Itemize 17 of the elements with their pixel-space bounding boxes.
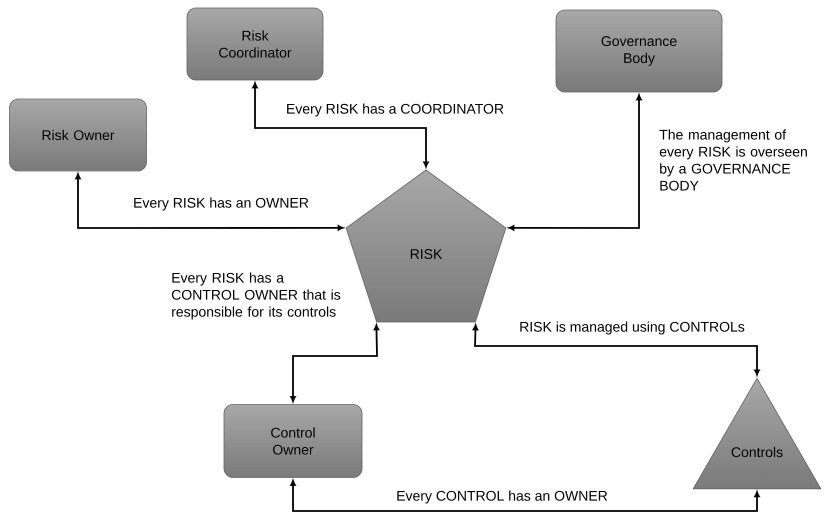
role-box: Control Owner — [224, 404, 362, 478]
role-box: Risk Coordinator — [186, 8, 324, 80]
role-box: Governance Body — [556, 10, 722, 92]
arrow — [75, 173, 344, 231]
risk-pentagon: RISK — [346, 170, 506, 322]
arrow — [290, 324, 380, 402]
arrow — [472, 324, 760, 376]
edge-label: Every RISK has an OWNER — [132, 196, 310, 212]
edge-label: Every CONTROL has an OWNER — [395, 489, 609, 505]
edge-label: Every RISK has a COORDINATOR — [284, 102, 506, 118]
edge-label: RISK is managed using CONTROLs — [518, 320, 746, 336]
arrow — [252, 82, 429, 168]
role-box: Risk Owner — [9, 98, 147, 172]
edge-label: The management of every RISK is overseen by a GOVERNANCE BODY — [658, 128, 810, 192]
arrow — [508, 94, 642, 231]
arrow — [290, 480, 760, 512]
edge-label: Every RISK has a CONTROL OWNER that is responsible for its controls — [170, 271, 342, 321]
